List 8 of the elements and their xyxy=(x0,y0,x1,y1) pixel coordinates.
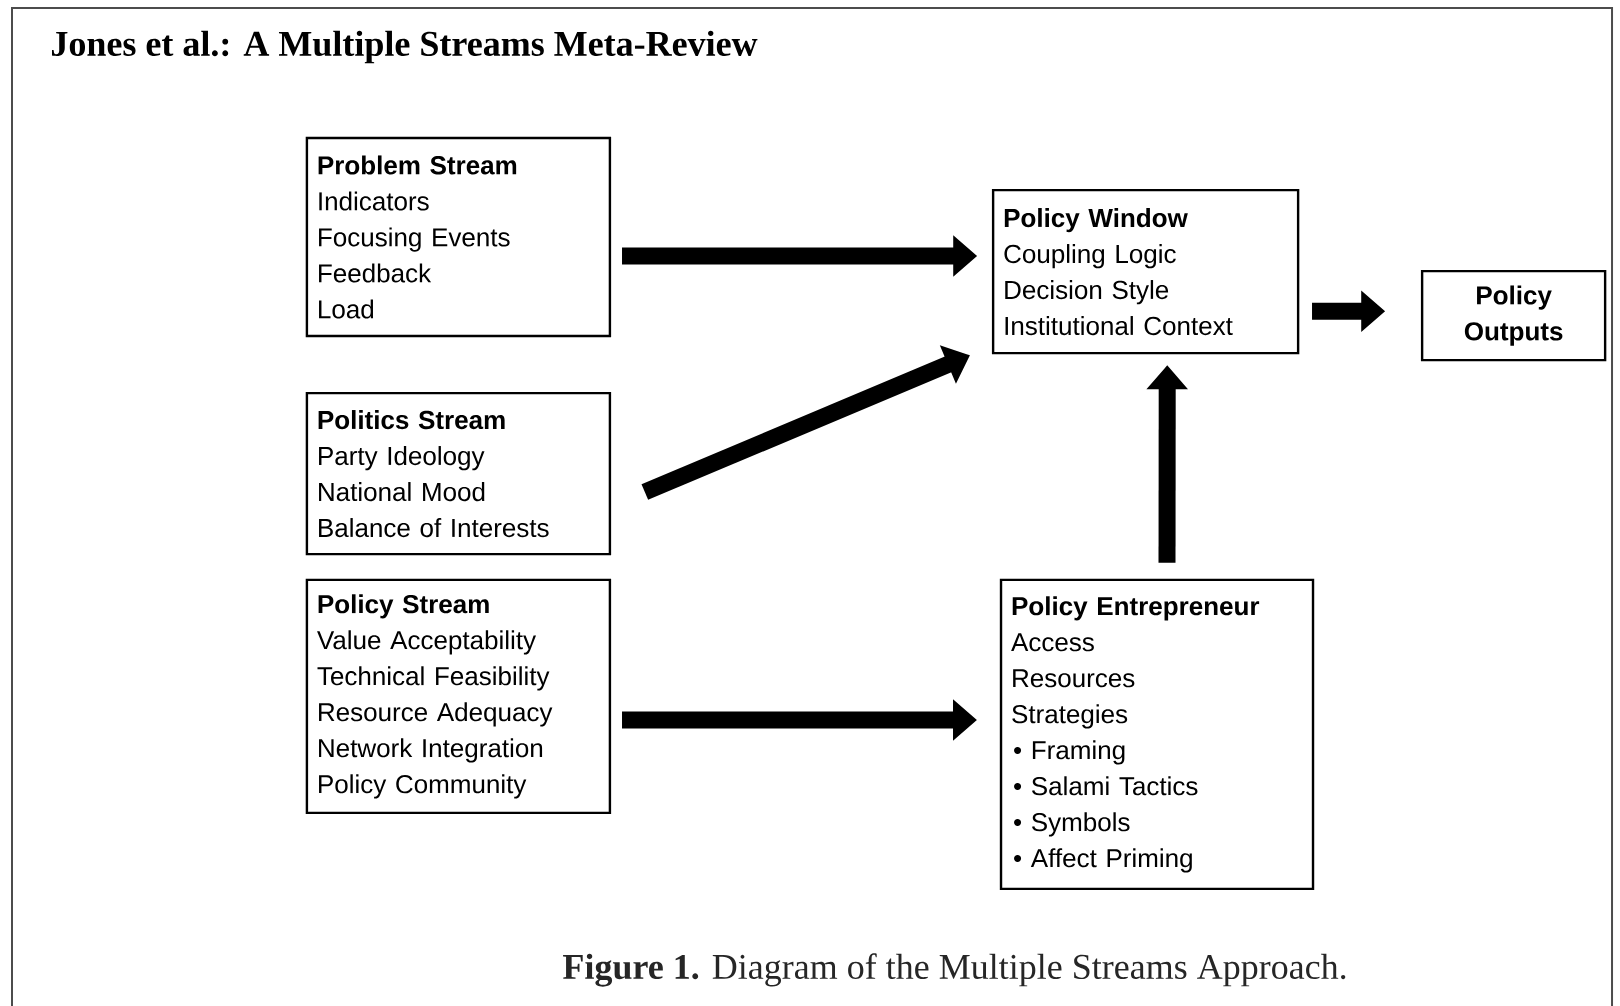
title: Jones et al.: A Multiple Streams Meta-Review xyxy=(52,30,758,64)
concept-box: Policy Stream Value Acceptability Technical Feasibility Resource Adequacy Network Integration Policy Community xyxy=(305,578,612,815)
concept-box: Policy Entrepreneur Access Resources Strategies • Framing • Salami Tactics • Symbols • Affect Priming xyxy=(999,578,1315,891)
concept-box: Politics Stream Party Ideology National Mood Balance of Interests xyxy=(305,391,612,556)
caption: Figure 1. Diagram of the Multiple Streams Approach. xyxy=(563,953,1346,987)
concept-box: Problem Stream Indicators Focusing Events Feedback Load xyxy=(305,136,612,338)
concept-box: Policy Outputs xyxy=(1420,269,1607,362)
concept-box: Policy Window Coupling Logic Decision Style Institutional Context xyxy=(991,188,1300,355)
